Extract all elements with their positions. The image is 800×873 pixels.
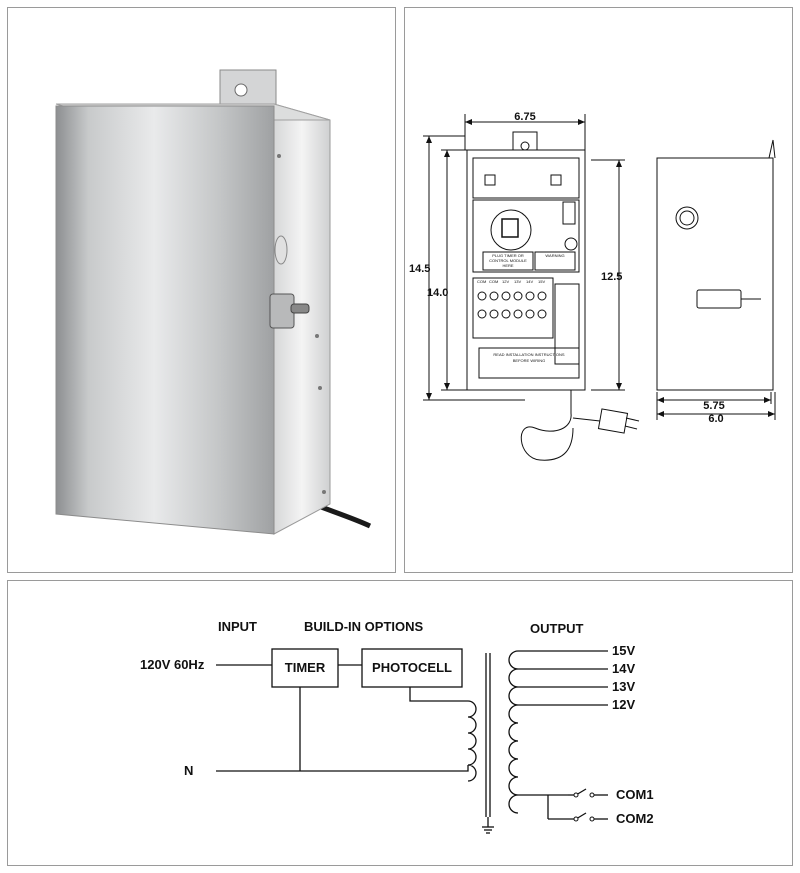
- dim-height-right: 12.5: [601, 271, 622, 283]
- com2-label: COM2: [616, 811, 654, 826]
- knockout: [274, 235, 288, 265]
- com1-label: COM1: [616, 787, 654, 802]
- product-photo-panel: [7, 7, 396, 573]
- keyhole: [234, 83, 248, 97]
- terminal-label-3: 13V: [514, 279, 521, 284]
- tap-15v: 15V: [612, 643, 635, 658]
- tap-14v: 14V: [612, 661, 635, 676]
- dimension-drawing: 6.75 14.5 14.0 12.5 5.75 6.0 PLUG TIMER …: [409, 111, 776, 461]
- input-voltage-label: 120V 60Hz: [140, 657, 205, 672]
- input-heading: INPUT: [218, 619, 257, 634]
- secondary-coil: [508, 650, 519, 814]
- plug-label-1: PLUG TIMER OR: [492, 253, 524, 258]
- dim-depth-outer: 6.0: [708, 413, 723, 425]
- dim-height-outer: 14.5: [409, 263, 430, 275]
- neutral-label: N: [184, 763, 193, 778]
- wiring-diagram: INPUT BUILD-IN OPTIONS OUTPUT 120V 60Hz …: [140, 619, 654, 834]
- primary-coil: [467, 700, 477, 782]
- enclosure-front: [55, 105, 275, 535]
- latch: [269, 293, 295, 329]
- terminal-label-5: 15V: [538, 279, 545, 284]
- options-heading: BUILD-IN OPTIONS: [304, 619, 423, 634]
- warning-label: WARNING: [545, 253, 564, 258]
- photocell-box: [361, 648, 463, 688]
- tap-12v: 12V: [612, 697, 635, 712]
- read-instructions-2: BEFORE WIRING: [513, 358, 545, 363]
- wiring-diagram-panel: INPUT BUILD-IN OPTIONS OUTPUT 120V 60Hz …: [7, 580, 793, 866]
- terminal-label-1: COM: [489, 279, 498, 284]
- plug-label-3: HERE: [502, 263, 513, 268]
- dim-height-body: 14.0: [427, 287, 448, 299]
- plug-label-2: CONTROL MODULE: [489, 258, 527, 263]
- timer-box: [271, 648, 339, 688]
- tap-13v: 13V: [612, 679, 635, 694]
- terminal-screws: [477, 291, 547, 319]
- read-instructions-1: READ INSTALLATION INSTRUCTIONS: [493, 352, 565, 357]
- hanger-tab: [219, 69, 277, 109]
- terminal-label-0: COM: [477, 279, 486, 284]
- output-heading: OUTPUT: [530, 621, 584, 636]
- photocell-label: PHOTOCELL: [372, 660, 452, 675]
- terminal-label-2: 12V: [502, 279, 509, 284]
- timer-label: TIMER: [285, 660, 326, 675]
- dim-width-top: 6.75: [514, 111, 535, 123]
- dim-depth-inner: 5.75: [703, 400, 724, 412]
- dimension-drawing-panel: 6.75 14.5 14.0 12.5 5.75 6.0 PLUG TIMER …: [404, 7, 793, 573]
- transformer-photo: [55, 69, 372, 535]
- terminal-label-4: 14V: [526, 279, 533, 284]
